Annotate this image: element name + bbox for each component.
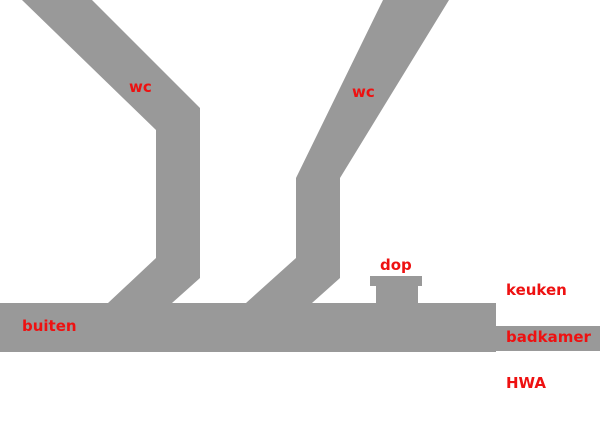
dop-cap-stem (376, 284, 418, 304)
buiten-label: buiten (22, 317, 77, 335)
wc-left-pipe (22, 0, 200, 303)
main-drain-pipe (0, 303, 496, 352)
badkamer-branch-pipe (496, 326, 600, 351)
hwa-label: HWA (506, 374, 546, 392)
dop-cap-flange (370, 276, 422, 286)
wc-right-pipe (246, 0, 449, 303)
wc-left-label: wc (129, 78, 152, 96)
badkamer-label: badkamer (506, 328, 591, 346)
keuken-label: keuken (506, 281, 567, 299)
dop-label: dop (380, 256, 412, 274)
wc-right-label: wc (352, 83, 375, 101)
